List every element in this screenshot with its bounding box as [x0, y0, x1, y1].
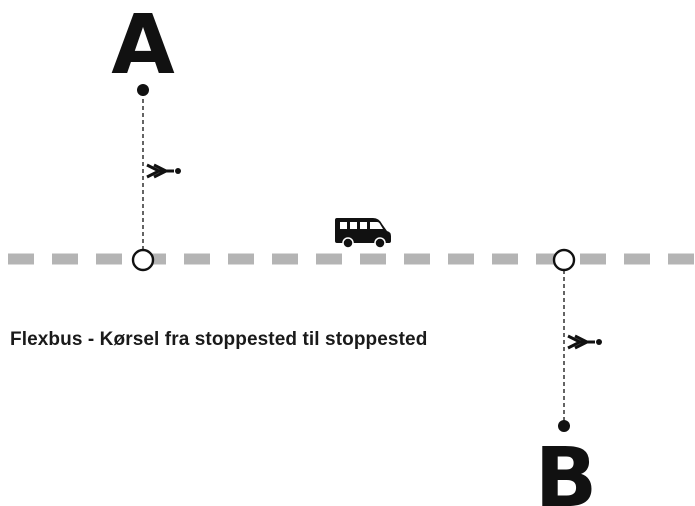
destination-dot-icon: [558, 420, 570, 432]
origin-label: A: [111, 0, 175, 93]
diagram-caption: Flexbus - Kørsel fra stoppested til stop…: [10, 329, 428, 350]
pickup-stop-icon: [131, 248, 155, 272]
dropoff-stop-icon: [552, 248, 576, 272]
origin-dot-icon: [137, 84, 149, 96]
walking-person-icon: [567, 334, 602, 350]
destination-label: B: [535, 431, 598, 506]
minibus-icon: [335, 218, 391, 249]
walking-person-icon: [146, 163, 181, 179]
